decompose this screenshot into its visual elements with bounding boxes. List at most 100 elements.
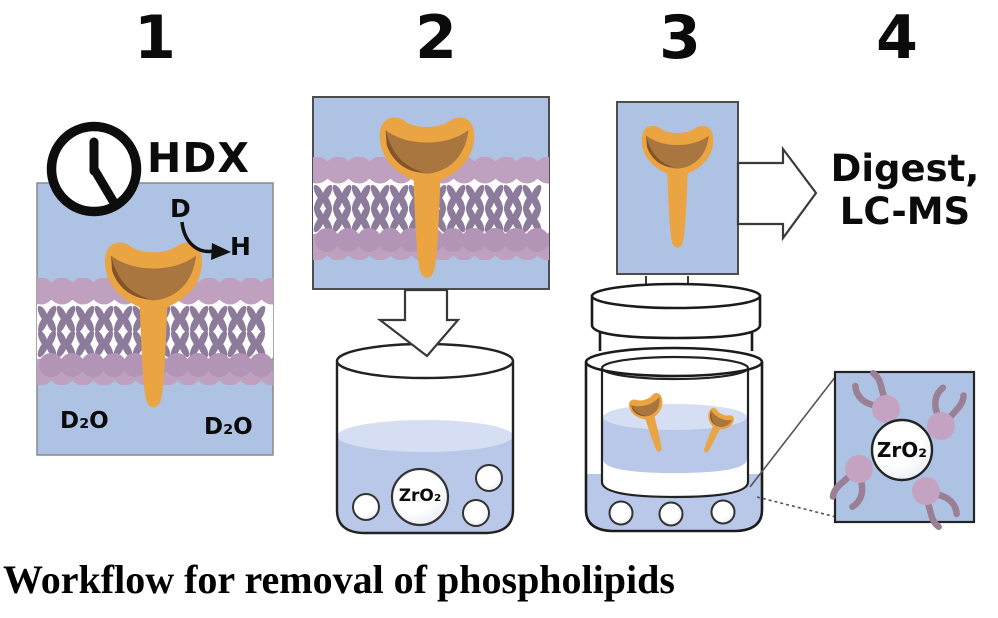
lipid-shape (197, 330, 209, 348)
digest-label: Digest, LC-MS (815, 147, 995, 233)
lipid-shape (228, 353, 252, 377)
lipid-shape (45, 315, 57, 333)
lipid-shape (216, 278, 244, 305)
right-arrow-icon (736, 145, 818, 242)
lipid-shape (511, 205, 523, 223)
clock-icon (46, 121, 142, 217)
lipid-shape (83, 315, 95, 333)
inset-bead-label: ZrO₂ (876, 438, 928, 462)
d2o-label-right: D₂O (204, 414, 253, 440)
lipid-shape (483, 228, 507, 252)
lipid-shape (249, 353, 273, 377)
lipid-shape (235, 315, 247, 333)
lipid-shape (503, 205, 515, 223)
lipid-shape (270, 357, 273, 373)
lipid-shape (546, 232, 549, 248)
lipid-shape (258, 278, 273, 305)
lipid-shape (525, 228, 549, 252)
lipid-shape (530, 205, 542, 223)
lipid-shape (75, 315, 87, 333)
lipid-shape (178, 330, 190, 348)
lipid-shape (216, 315, 228, 333)
lipid-shape (313, 205, 325, 223)
lipid-shape (81, 353, 105, 377)
lipid-shape (56, 315, 68, 333)
lipid-shape (473, 205, 485, 223)
lipid-shape (102, 315, 114, 333)
zro2-bead-small (710, 499, 736, 525)
zro2-bead-small (462, 499, 490, 527)
lipid-shape (441, 228, 465, 252)
zro2-bead-large (390, 467, 450, 527)
lipid-shape (189, 330, 201, 348)
lipid-shape (102, 330, 114, 348)
lipid-shape (389, 205, 401, 223)
lipid-shape (246, 315, 258, 333)
lipid-shape (246, 330, 258, 348)
lipid-shape (484, 205, 496, 223)
lipid-shape (123, 353, 147, 377)
lipid-shape (378, 228, 402, 252)
beaker-bead-label: ZrO₂ (398, 486, 442, 506)
lipid-shape (121, 330, 133, 348)
lipid-shape (121, 315, 133, 333)
lipid-shape (357, 228, 381, 252)
lipid-shape (48, 278, 76, 305)
lipid-shape (178, 315, 190, 333)
lipid-shape (351, 205, 363, 223)
lipid-shape (254, 315, 266, 333)
down-arrow-icon (376, 288, 461, 358)
zro2-bead-small (608, 500, 634, 526)
lipid-shape (462, 228, 486, 252)
lipid-shape (37, 330, 49, 348)
lipid-shape (254, 330, 266, 348)
zro2-bead-small (475, 464, 503, 492)
digest-line1: Digest, (830, 147, 980, 190)
lipid-shape (208, 330, 220, 348)
lipid-shape (64, 315, 76, 333)
lipid-shape (492, 157, 520, 184)
lipid-shape (446, 205, 458, 223)
lipid-shape (227, 330, 239, 348)
lipid-shape (216, 330, 228, 348)
digest-line2: LC-MS (839, 189, 971, 233)
hdx-label: HDX (147, 134, 250, 182)
lipid-shape (471, 157, 499, 184)
lipid-shape (170, 330, 182, 348)
lipid-shape (197, 315, 209, 333)
lipid-shape (454, 205, 466, 223)
lipid-shape (186, 353, 210, 377)
lipid-shape (504, 228, 528, 252)
lipid-shape (534, 157, 549, 184)
lipid-shape (208, 315, 220, 333)
inset-panel (831, 371, 976, 529)
lipid-shape (94, 315, 106, 333)
lipid-shape (64, 330, 76, 348)
lipid-shape (90, 278, 118, 305)
lipid-shape (366, 157, 394, 184)
lipid-shape (37, 315, 49, 333)
lipid-shape (397, 205, 409, 223)
lipid-shape (75, 330, 87, 348)
deuterium-label: D (170, 194, 191, 223)
lipid-shape (165, 353, 189, 377)
lipid-shape (207, 353, 231, 377)
lipid-shape (345, 157, 373, 184)
vial-lid (590, 282, 762, 340)
step-3-number: 3 (659, 3, 701, 73)
lipid-shape (522, 205, 534, 223)
zro2-bead-small (352, 493, 380, 521)
lipid-shape (237, 278, 265, 305)
lipid-shape (513, 157, 541, 184)
step-4-number: 4 (876, 3, 918, 73)
lipid-shape (340, 205, 352, 223)
lipid-shape (102, 353, 126, 377)
lipid-shape (313, 205, 549, 260)
step-1-number: 1 (134, 3, 176, 73)
lipid-shape (113, 330, 125, 348)
lipid-shape (170, 315, 182, 333)
lipid-shape (492, 205, 504, 223)
lipid-shape (324, 157, 352, 184)
vial-inner-liquid (603, 417, 747, 473)
